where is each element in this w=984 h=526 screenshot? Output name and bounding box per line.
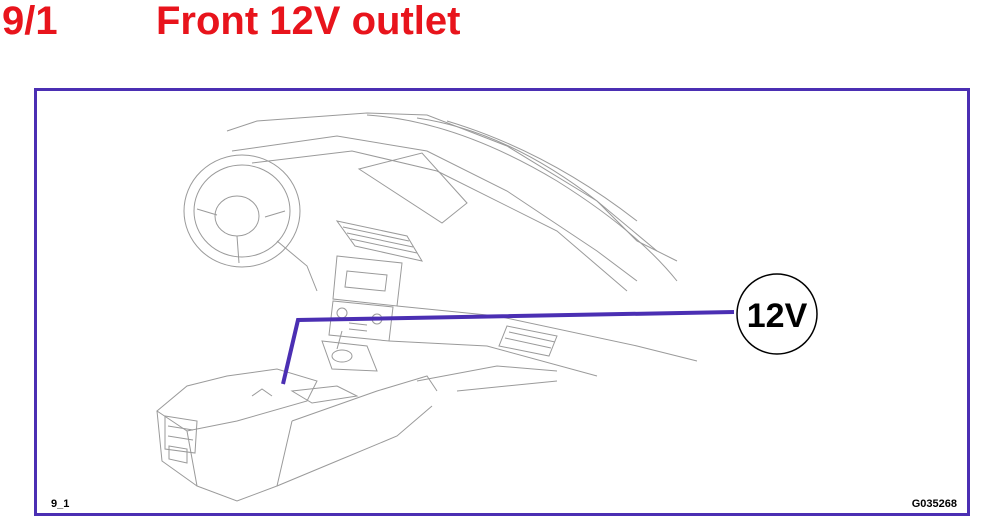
leader-line xyxy=(281,310,735,385)
page-title: Front 12V outlet xyxy=(156,0,461,43)
section-number: 9/1 xyxy=(2,0,58,43)
figure-id: 9_1 xyxy=(51,498,70,510)
illustration-frame: 12V 9_1 G035268 xyxy=(34,88,970,516)
figure-reference-code: G035268 xyxy=(911,498,957,510)
car-interior-drawing: 12V xyxy=(156,112,818,502)
callout-circle xyxy=(736,273,818,355)
callout-label: 12V xyxy=(747,297,808,335)
